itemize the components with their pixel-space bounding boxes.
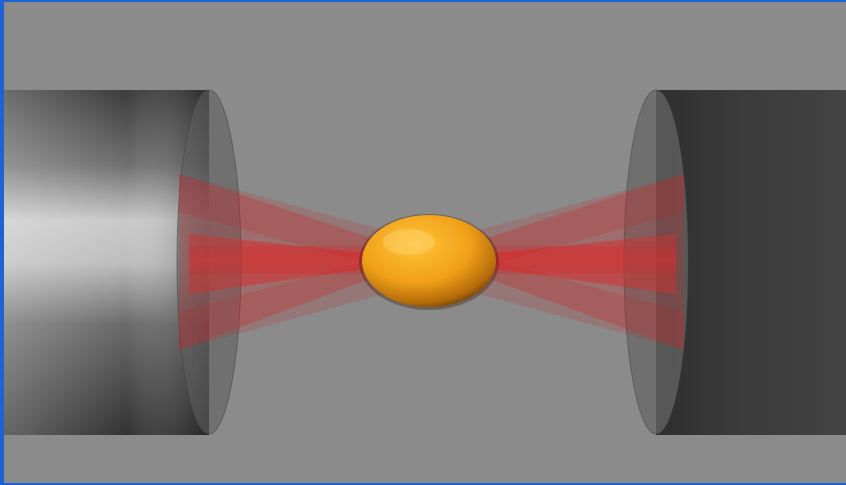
- optical-trap-illustration: [4, 2, 846, 483]
- right-lens-face: [624, 90, 688, 434]
- left-lens-face: [177, 90, 241, 434]
- trapped-particle: [359, 214, 499, 310]
